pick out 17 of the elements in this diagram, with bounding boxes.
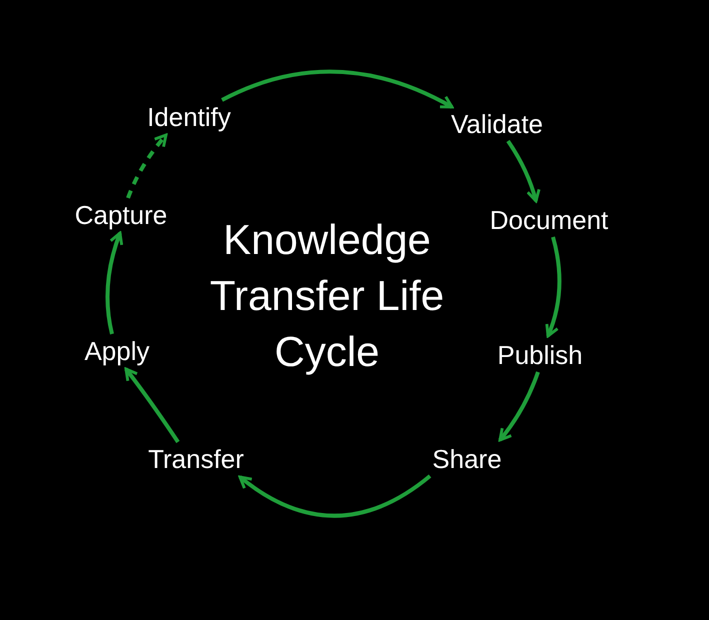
stage-label: Apply [74,334,160,368]
arrow [124,368,180,444]
stage-label: Publish [484,338,596,372]
stage-label: Document [472,203,626,237]
stage-label: Transfer [132,442,260,476]
arrow [545,236,562,338]
stage-label: Validate [436,107,558,141]
stage-label: Identify [130,100,248,134]
stage-label: Share [421,442,513,476]
arrow [126,134,168,199]
arrow [238,474,432,518]
arrow [506,140,540,202]
arrow [498,371,540,442]
arrow [106,232,124,334]
arrow [221,70,454,109]
diagram-title: Knowledge Transfer Life Cycle [208,215,446,377]
stage-label: Capture [60,198,182,232]
